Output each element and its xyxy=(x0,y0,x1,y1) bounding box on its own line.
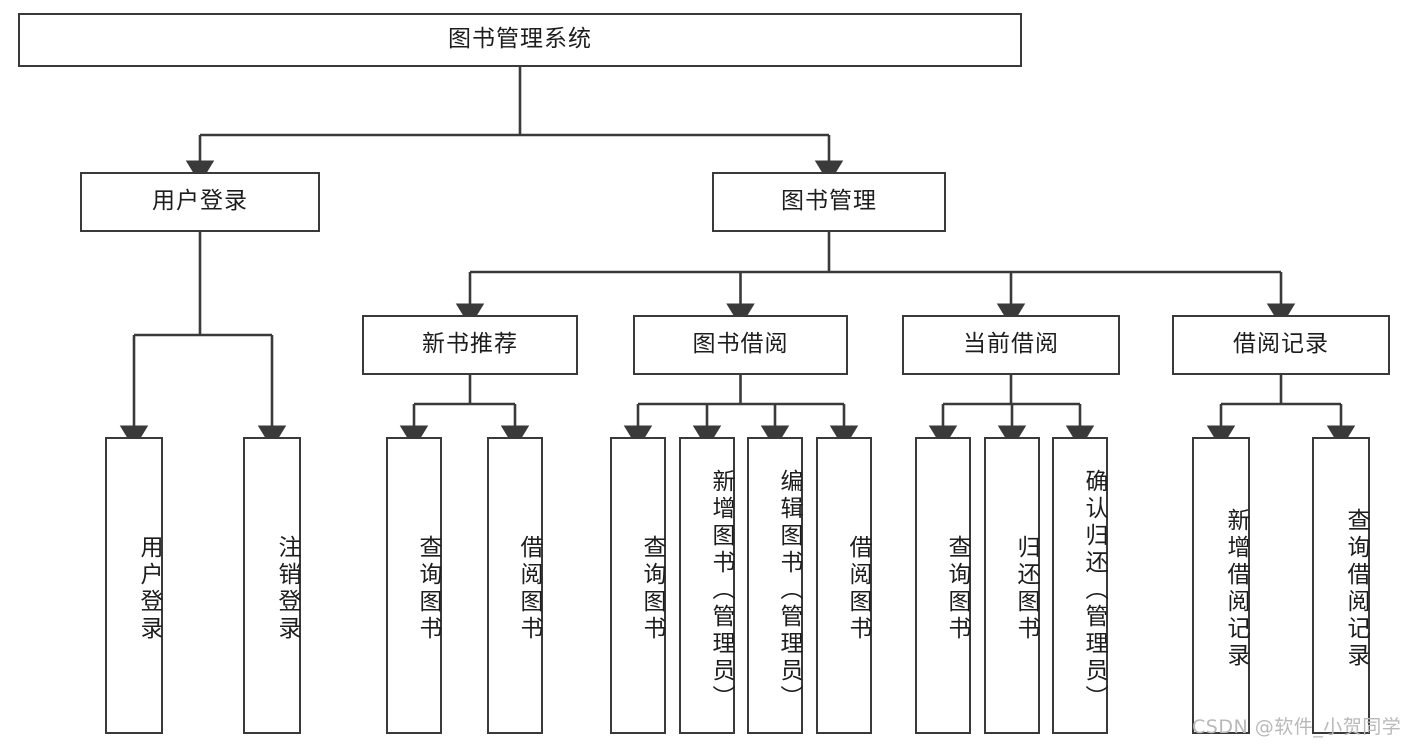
node-label: 借阅记录 xyxy=(1233,331,1329,358)
node-book-manage[interactable]: 图书管理 xyxy=(712,172,946,232)
node-label: 查询借阅记录 xyxy=(1343,507,1369,670)
node-leaf-logout[interactable]: 注销登录 xyxy=(243,437,301,734)
node-root[interactable]: 图书管理系统 xyxy=(18,13,1022,67)
node-leaf-borrow-book-1[interactable]: 借阅图书 xyxy=(487,437,543,734)
node-label: 查询图书 xyxy=(944,534,970,643)
node-label: 用户登录 xyxy=(152,188,248,215)
node-leaf-return-book[interactable]: 归还图书 xyxy=(984,437,1040,734)
node-label: 查询图书 xyxy=(415,534,441,643)
node-leaf-query-borrow-record[interactable]: 查询借阅记录 xyxy=(1312,437,1370,734)
node-borrow-record[interactable]: 借阅记录 xyxy=(1172,315,1390,375)
node-label: 新增图书（管理员） xyxy=(708,469,734,712)
node-leaf-edit-book-admin[interactable]: 编辑图书（管理员） xyxy=(747,437,803,734)
node-current-borrow[interactable]: 当前借阅 xyxy=(902,315,1120,375)
node-leaf-confirm-return-admin[interactable]: 确认归还（管理员） xyxy=(1052,437,1108,734)
node-label: 借阅图书 xyxy=(516,534,542,643)
node-leaf-user-login[interactable]: 用户登录 xyxy=(105,437,163,734)
node-label: 查询图书 xyxy=(639,534,665,643)
node-label: 借阅图书 xyxy=(845,534,871,643)
csdn-watermark: CSDN @软件_小贺同学 xyxy=(1192,716,1402,738)
node-label: 图书管理系统 xyxy=(448,26,592,53)
node-leaf-borrow-book-2[interactable]: 借阅图书 xyxy=(816,437,872,734)
node-leaf-add-borrow-record[interactable]: 新增借阅记录 xyxy=(1192,437,1250,734)
node-book-borrow[interactable]: 图书借阅 xyxy=(633,315,848,375)
node-label: 用户登录 xyxy=(136,534,162,643)
node-label: 图书借阅 xyxy=(692,331,789,358)
node-label: 当前借阅 xyxy=(963,331,1059,358)
node-label: 确认归还（管理员） xyxy=(1081,469,1107,712)
node-label: 新书推荐 xyxy=(422,331,518,358)
node-label: 新增借阅记录 xyxy=(1223,507,1249,670)
node-leaf-query-book-1[interactable]: 查询图书 xyxy=(386,437,442,734)
node-leaf-add-book-admin[interactable]: 新增图书（管理员） xyxy=(679,437,735,734)
node-leaf-query-book-3[interactable]: 查询图书 xyxy=(915,437,971,734)
node-leaf-query-book-2[interactable]: 查询图书 xyxy=(610,437,666,734)
node-label: 归还图书 xyxy=(1013,534,1039,643)
node-label: 注销登录 xyxy=(274,534,300,643)
node-label: 图书管理 xyxy=(781,188,877,215)
node-user-login[interactable]: 用户登录 xyxy=(80,172,320,232)
node-new-book-recommend[interactable]: 新书推荐 xyxy=(362,315,578,375)
node-label: 编辑图书（管理员） xyxy=(776,469,802,712)
